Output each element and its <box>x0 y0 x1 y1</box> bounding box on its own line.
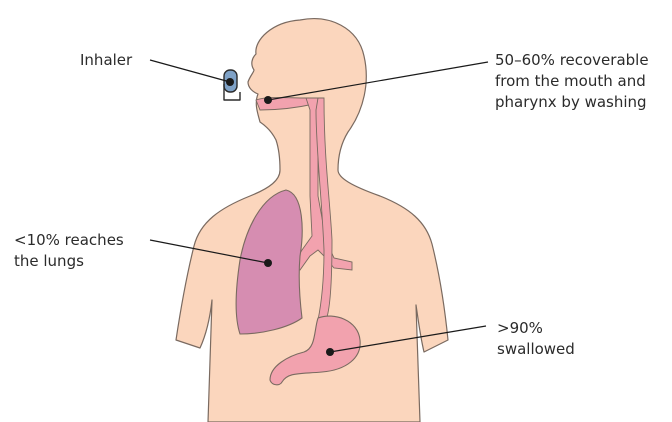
inhaler-dot <box>226 78 234 86</box>
mouth-deposition-label: 50–60% recoverable from the mouth and ph… <box>495 50 649 113</box>
lungs-dot <box>264 259 272 267</box>
inhaler-label-text: Inhaler <box>80 50 132 71</box>
swallowed-label-line-1: >90% <box>497 318 575 339</box>
lungs-deposition-label: <10% reaches the lungs <box>14 230 124 272</box>
lungs-label-line-1: <10% reaches <box>14 230 124 251</box>
inhaler-label: Inhaler <box>80 50 132 71</box>
mouth-dot <box>264 96 272 104</box>
mouth-label-line-3: pharynx by washing <box>495 92 649 113</box>
inhaler-leader-line <box>150 60 230 82</box>
swallowed-dot <box>326 348 334 356</box>
mouth-label-line-1: 50–60% recoverable <box>495 50 649 71</box>
swallowed-label: >90% swallowed <box>497 318 575 360</box>
mouth-label-line-2: from the mouth and <box>495 71 649 92</box>
lungs-label-line-2: the lungs <box>14 251 124 272</box>
swallowed-label-line-2: swallowed <box>497 339 575 360</box>
